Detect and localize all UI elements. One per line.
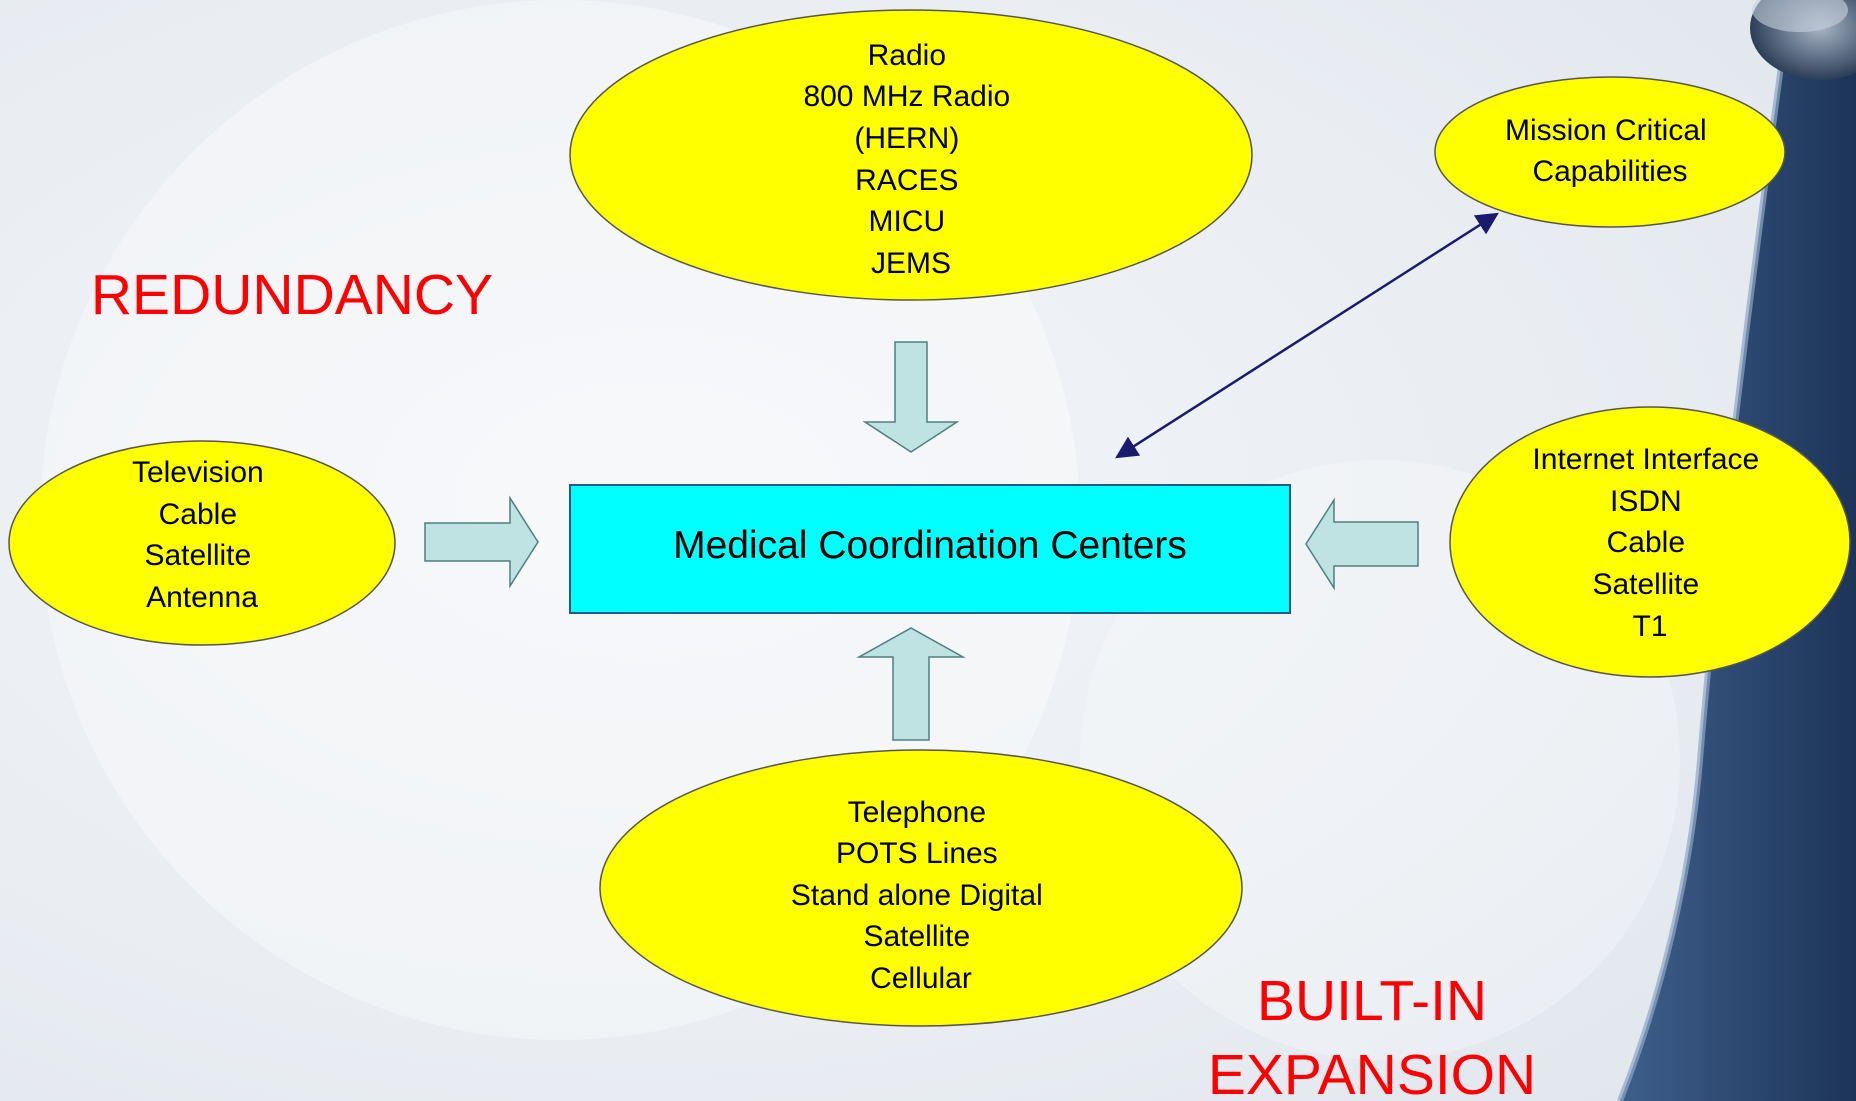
node-telephone-line: POTS Lines [836, 837, 998, 870]
redundancy-label: REDUNDANCY [91, 263, 493, 327]
node-radio-line: MICU [869, 205, 946, 238]
node-radio-line: RACES [855, 164, 958, 197]
node-internet-text: Internet Interface ISDN Cable Satellite … [1532, 443, 1767, 643]
node-internet-line: Satellite [1592, 568, 1699, 601]
node-television-line: Television [132, 456, 264, 489]
node-internet-line: T1 [1632, 610, 1667, 643]
center-box [569, 484, 1291, 614]
arrow-down [862, 341, 960, 453]
node-radio [569, 9, 1253, 301]
arrow-left [1305, 497, 1419, 591]
node-television-text: Television Cable Satellite Antenna [132, 456, 272, 614]
node-telephone-line: Cellular [870, 962, 972, 995]
node-mission-line: Capabilities [1532, 155, 1687, 188]
center-label: Medical Coordination Centers [673, 524, 1187, 567]
node-telephone-text: Telephone POTS Lines Stand alone Digital… [791, 796, 1051, 995]
node-internet-line: Cable [1607, 526, 1685, 559]
node-radio-line: 800 MHz Radio [803, 80, 1010, 113]
node-internet-line: Internet Interface [1532, 443, 1759, 476]
node-radio-line: JEMS [871, 247, 951, 280]
node-internet [1449, 406, 1851, 678]
node-telephone [599, 749, 1243, 1027]
node-television-line: Antenna [146, 581, 258, 614]
node-mission [1434, 76, 1786, 228]
node-television-line: Satellite [144, 539, 251, 572]
expansion-label-line2: EXPANSION [1208, 1043, 1536, 1101]
decorative-knob-rim [1752, 0, 1848, 32]
node-telephone-line: Stand alone Digital [791, 879, 1043, 912]
node-telephone-line: Telephone [848, 796, 986, 829]
node-internet-line: ISDN [1610, 485, 1682, 518]
connector-line [1115, 212, 1499, 459]
node-mission-line: Mission Critical [1505, 114, 1707, 147]
arrow-up [856, 627, 966, 741]
node-radio-line: Radio [868, 39, 946, 72]
arrow-right [424, 495, 539, 589]
node-television [8, 440, 396, 646]
node-telephone-line: Satellite [863, 920, 970, 953]
node-television-line: Cable [159, 498, 237, 531]
node-radio-text: Radio 800 MHz Radio (HERN) RACES MICU JE… [803, 39, 1018, 280]
node-radio-line: (HERN) [854, 122, 959, 155]
expansion-label-line1: BUILT-IN [1257, 969, 1487, 1033]
node-mission-text: Mission Critical Capabilities [1505, 114, 1715, 188]
